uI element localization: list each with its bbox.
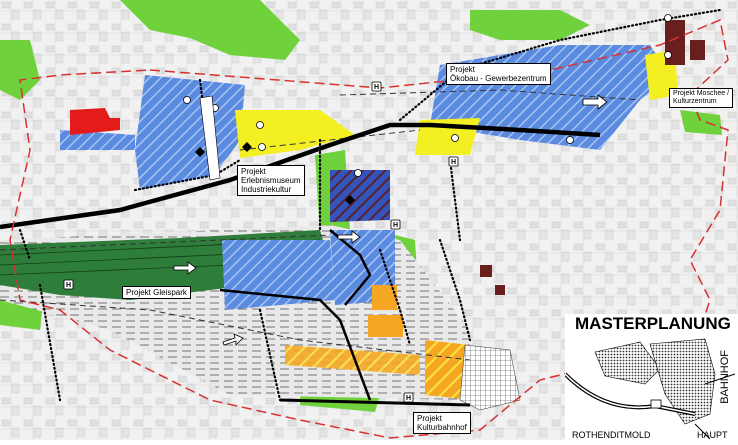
label-erlebnismuseum-line2: Erlebnismuseum (241, 176, 301, 185)
orange-hatched-area (425, 340, 472, 400)
h-marker-letters: H H H H H (66, 84, 456, 402)
road-bottom (219, 288, 372, 401)
inset-label-rothenditmold: ROTHENDITMOLD (572, 430, 651, 440)
inset-area-a (594, 341, 661, 385)
h-marker-letter: H (406, 395, 411, 402)
small-markers (183, 14, 672, 177)
label-kulturbahnhof: Projekt Kulturbahnhof (413, 412, 471, 434)
label-oekobau: Projekt Ökobau - Gewerbezentrum (446, 63, 551, 85)
inset-label-haupt: HAUPT (697, 430, 728, 440)
label-erlebnismuseum: Projekt Erlebnismuseum Industriekultur (237, 165, 305, 196)
orange-block-2 (368, 315, 403, 337)
arrows (173, 94, 608, 346)
inset-title: MASTERPLANUNG (575, 314, 731, 333)
label-gleispark: Projekt Gleispark (122, 286, 191, 299)
label-erlebnismuseum-line3: Industriekultur (241, 185, 292, 194)
h-marker-letter: H (451, 159, 456, 166)
h-markers (63, 81, 459, 403)
rail-corridor (0, 89, 641, 361)
label-oekobau-line1: Projekt (450, 65, 475, 74)
h-marker-letter: H (393, 222, 398, 229)
secondary-road (329, 229, 372, 306)
orange-hatched-strip (285, 345, 420, 375)
label-kulturbahnhof-line1: Projekt (417, 414, 442, 423)
h-marker-letter: H (66, 282, 71, 289)
label-moschee-line1: Projekt Moschee / (673, 90, 730, 97)
masterplan-inset (563, 314, 738, 440)
planning-boundary (9, 18, 729, 439)
inset-label-bahnhof: BAHNHOF (719, 350, 731, 404)
diamond-markers (195, 142, 355, 205)
label-kulturbahnhof-line2: Kulturbahnhof (417, 423, 467, 432)
inset-sketch (563, 338, 736, 440)
h-marker-letter: H (374, 84, 379, 91)
dark-block (330, 170, 390, 222)
red-building (70, 108, 120, 135)
grid-area (459, 344, 521, 411)
label-moschee: Projekt Moschee / Kulturzentrum (669, 88, 734, 108)
road-bottom-2 (279, 398, 471, 407)
label-oekobau-line2: Ökobau - Gewerbezentrum (450, 74, 547, 83)
white-street (199, 95, 221, 181)
label-erlebnismuseum-line1: Projekt (241, 167, 266, 176)
inset-area-b (649, 338, 716, 425)
label-moschee-line2: Kulturzentrum (673, 98, 717, 105)
main-road (0, 122, 601, 230)
